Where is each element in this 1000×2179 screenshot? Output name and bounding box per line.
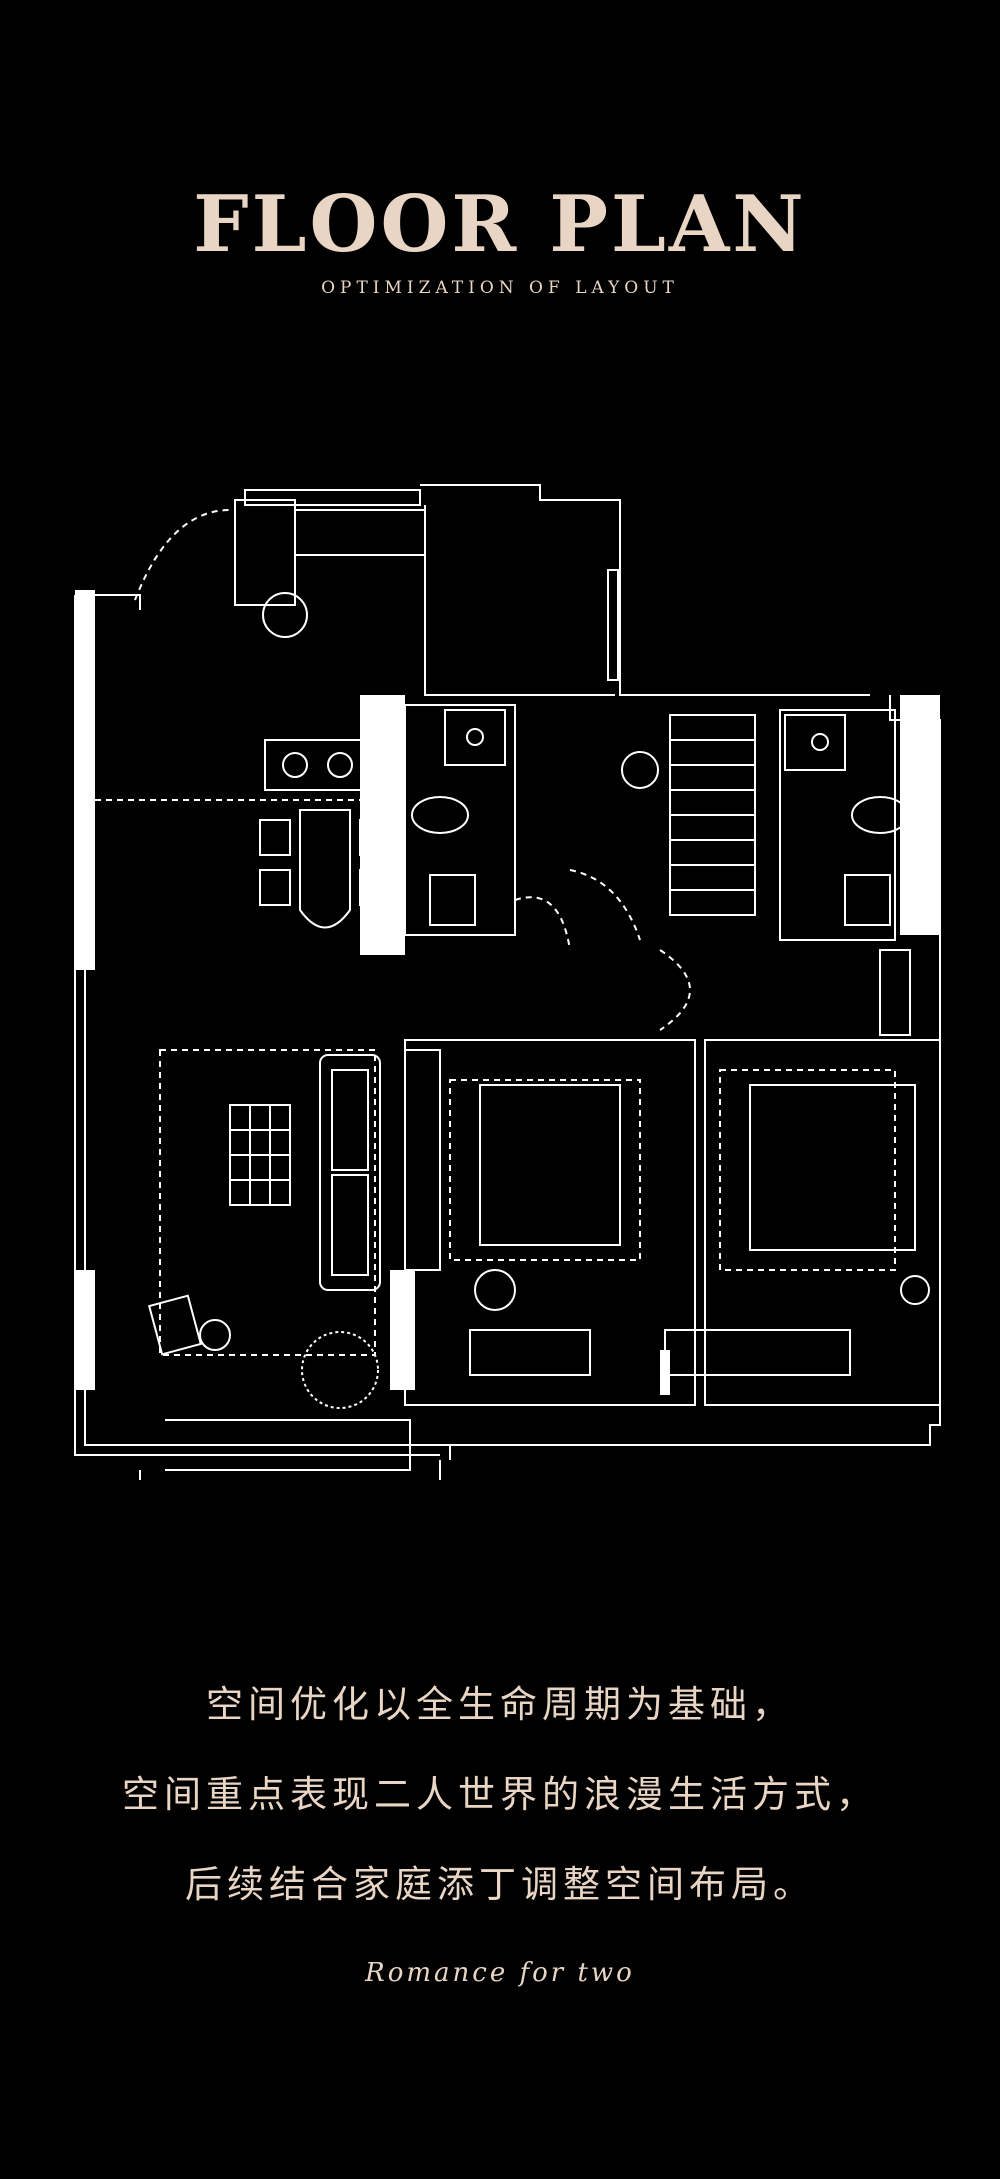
washbasin: [429, 874, 476, 926]
kitchen-counter: [294, 509, 426, 556]
radiator: [879, 949, 911, 1036]
chair-icon: [474, 1269, 516, 1311]
door-swing: [514, 896, 571, 951]
radiator: [469, 1329, 591, 1376]
caption-line-3: 后续结合家庭添丁调整空间布局。: [185, 1863, 815, 1906]
page-subtitle: OPTIMIZATION OF LAYOUT: [321, 278, 679, 298]
stairs: [670, 739, 755, 891]
bed-zone: [449, 1079, 641, 1261]
door-swing: [659, 949, 691, 1031]
sink: [262, 592, 308, 638]
signature: Romance for two: [365, 1958, 635, 1988]
shower: [444, 709, 506, 766]
door-swing: [569, 869, 641, 941]
bathroom: [779, 709, 896, 941]
chair: [259, 869, 291, 906]
caption: 空间优化以全生命周期为基础， 空间重点表现二人世界的浪漫生活方式， 后续结合家庭…: [0, 1660, 1000, 1930]
dining-table: [299, 809, 351, 929]
side-table: [199, 1319, 231, 1351]
burner: [282, 752, 308, 778]
bedroom: [704, 1039, 941, 1406]
toilet-icon: [851, 796, 909, 834]
round-object: [621, 751, 659, 789]
page-title: FLOOR PLAN: [193, 179, 807, 270]
shower-head: [811, 733, 829, 751]
lamp: [900, 1275, 930, 1305]
shower-head: [466, 728, 484, 746]
plant-icon: [301, 1331, 379, 1409]
bathroom: [404, 704, 516, 936]
rug-pattern: [230, 1105, 290, 1205]
burner: [327, 752, 353, 778]
outer-wall: [84, 595, 941, 1460]
kitchen-counter: [234, 499, 296, 606]
wall-fill: [360, 695, 405, 955]
sofa-icon: [319, 1054, 381, 1291]
bed-icon: [749, 1084, 916, 1251]
wardrobe: [404, 1049, 441, 1271]
wall-fill: [75, 1270, 95, 1390]
header: FLOOR PLAN OPTIMIZATION OF LAYOUT: [0, 180, 1000, 300]
balcony-edge: [139, 1460, 441, 1480]
floor-plan-drawing: [74, 484, 941, 1480]
caption-line-2: 空间重点表现二人世界的浪漫生活方式，: [122, 1773, 878, 1816]
window: [607, 569, 619, 681]
wall-segment: [75, 594, 141, 610]
armchair: [147, 1294, 203, 1356]
sofa-cushion: [331, 1069, 369, 1171]
toilet-icon: [411, 796, 469, 834]
radiator: [664, 1329, 851, 1376]
bed-icon: [479, 1084, 621, 1246]
bed-zone: [719, 1069, 896, 1271]
chair: [259, 819, 291, 856]
sofa-cushion: [331, 1174, 369, 1276]
wall-fill: [390, 1270, 415, 1390]
washbasin: [844, 874, 891, 926]
living-zone: [159, 1049, 376, 1356]
wall-fill: [660, 1350, 670, 1395]
wall-fill: [75, 590, 95, 970]
bedroom: [404, 1039, 696, 1406]
caption-line-1: 空间优化以全生命周期为基础，: [206, 1683, 794, 1726]
shower: [784, 714, 846, 771]
wall-fill: [900, 695, 940, 935]
balcony: [165, 1419, 411, 1471]
wall-segment: [420, 484, 870, 696]
door-swing: [134, 509, 231, 601]
room-wall: [424, 505, 615, 696]
wall-segment: [244, 489, 421, 506]
